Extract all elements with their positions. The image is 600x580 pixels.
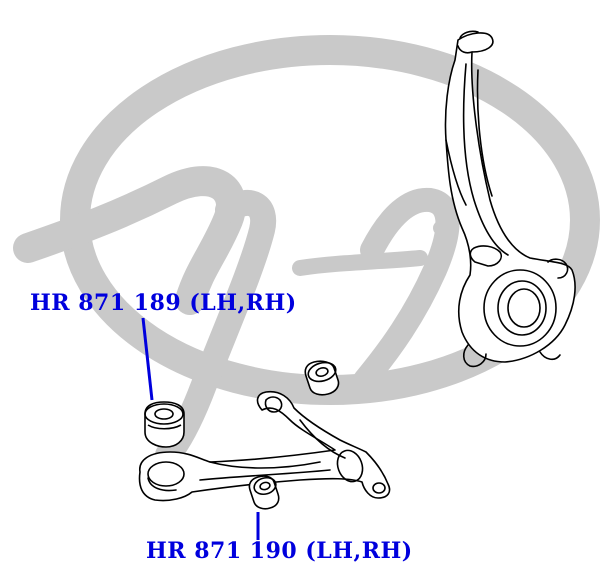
part-label-lower: HR 871 190 (LH,RH) (146, 538, 413, 564)
part-label-upper: HR 871 189 (LH,RH) (30, 290, 297, 316)
large-bushing-drawing (144, 401, 185, 448)
leader-line-upper (141, 317, 154, 401)
lower-control-arm-drawing (138, 390, 391, 502)
steering-knuckle-drawing (444, 30, 576, 368)
small-bushing-drawing (248, 475, 280, 510)
knuckle-bushing-drawing (304, 360, 340, 396)
